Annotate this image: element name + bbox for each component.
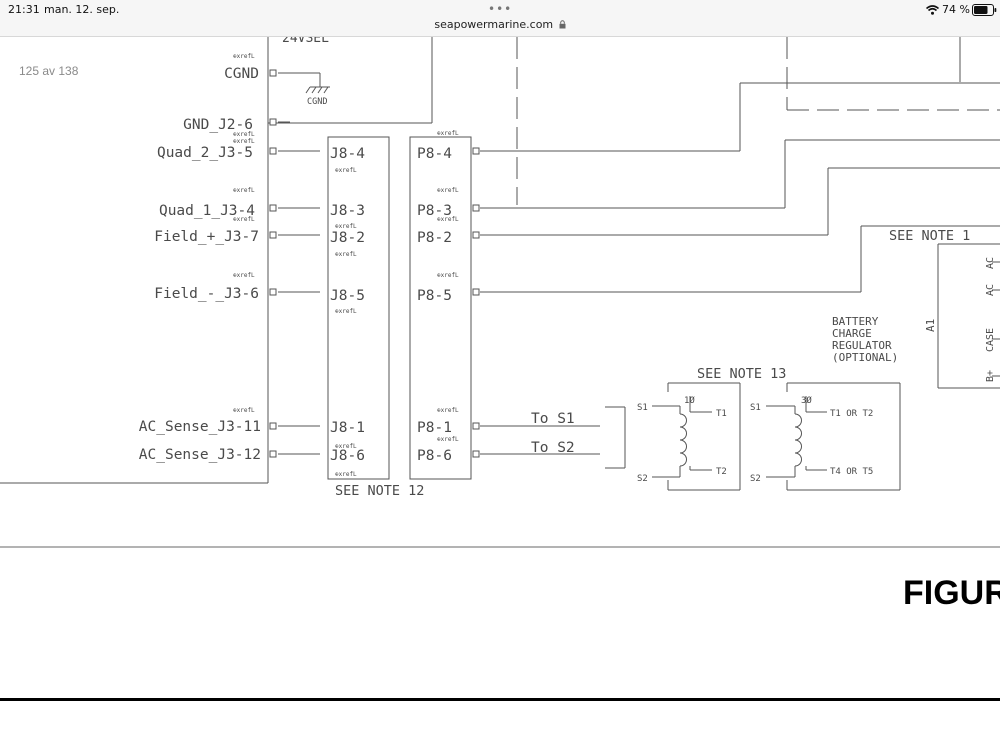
pin-label-field-minus: Field_-_J3-6 (154, 286, 259, 302)
regulator-pin-b-plus: B+ (985, 370, 996, 382)
xref-tag: ⊕xrefL (335, 443, 357, 450)
regulator-pin-ac-2: AC (985, 284, 996, 296)
xref-tag: ⊕xrefL (233, 138, 255, 145)
pin-label-quad-2: Quad_2_J3-5 (157, 145, 253, 161)
xref-tag: ⊕xrefL (233, 216, 255, 223)
pin-label-quad-1: Quad_1_J3-4 (159, 203, 255, 219)
p8-pin-4: P8-4 (417, 146, 452, 162)
xref-tag: ⊕xrefL (335, 251, 357, 258)
ct1-s2-label: S2 (637, 474, 648, 484)
ct1-t2-label: T2 (716, 467, 727, 477)
ct3-s2-label: S2 (750, 474, 761, 484)
regulator-label-line-1: BATTERY (832, 315, 879, 328)
schematic-drawing: 24VSEL CGND GND_J2-6 Quad_2_J3-5 Quad_1_… (0, 37, 1000, 548)
p8-pin-2: P8-2 (417, 230, 452, 246)
xref-tag: ⊕xrefL (335, 167, 357, 174)
figure-title: FIGUR (903, 574, 1000, 612)
ct1-phase-label: 1Ø (684, 395, 695, 406)
j8-pin-1: J8-1 (330, 420, 365, 436)
regulator-ref-a1: A1 (924, 319, 937, 332)
regulator-label-line-3: REGULATOR (832, 339, 892, 352)
ground-symbol-label: CGND (307, 97, 327, 107)
url-text: seapowermarine.com (434, 18, 554, 31)
page-indicator: 125 av 138 (19, 64, 79, 78)
xref-tag: ⊕xrefL (335, 223, 357, 230)
j8-pin-5: J8-5 (330, 288, 365, 304)
regulator-pin-case: CASE (985, 328, 996, 352)
xref-tag: ⊕xrefL (335, 471, 357, 478)
ct3-s1-label: S1 (750, 403, 761, 413)
see-note-13: SEE NOTE 13 (697, 366, 786, 382)
xref-tag: ⊕xrefL (437, 407, 459, 414)
regulator-label-line-4: (OPTIONAL) (832, 351, 898, 364)
wifi-icon (926, 5, 939, 15)
pin-label-ac-sense-11: AC_Sense_J3-11 (139, 419, 261, 435)
j8-pin-2: J8-2 (330, 230, 365, 246)
lock-icon (559, 20, 566, 29)
j8-pin-4: J8-4 (330, 146, 365, 162)
xref-tag: ⊕xrefL (437, 187, 459, 194)
xref-tag: ⊕xrefL (233, 187, 255, 194)
page-bottom-rule (0, 698, 1000, 701)
status-date: man. 12. sep. (44, 3, 120, 16)
battery-icon (972, 4, 997, 16)
safari-menu-dots[interactable]: ••• (488, 2, 513, 16)
j8-pin-3: J8-3 (330, 203, 365, 219)
xref-tag: ⊕xrefL (233, 272, 255, 279)
xref-tag: ⊕xrefL (233, 407, 255, 414)
xref-tag: ⊕xrefL (335, 308, 357, 315)
ct3-t-top-label: T1 OR T2 (830, 409, 873, 419)
see-note-12: SEE NOTE 12 (335, 483, 424, 499)
battery-percent: 74 % (942, 3, 970, 16)
p8-pin-1: P8-1 (417, 420, 452, 436)
j8-pin-6: J8-6 (330, 448, 365, 464)
xref-tag: ⊕xrefL (437, 436, 459, 443)
pin-label-ac-sense-12: AC_Sense_J3-12 (139, 447, 261, 463)
p8-pin-5: P8-5 (417, 288, 452, 304)
xref-tag: ⊕xrefL (233, 53, 255, 60)
ios-status-bar: 21:31 man. 12. sep. ••• seapowermarine.c… (0, 0, 1000, 37)
pin-label-field-plus: Field_+_J3-7 (154, 229, 259, 245)
ct3-phase-label: 3Ø (801, 395, 812, 406)
ct1-s1-label: S1 (637, 403, 648, 413)
see-note-1: SEE NOTE 1 (889, 228, 970, 244)
xref-tag: ⊕xrefL (437, 272, 459, 279)
xref-tag: ⊕xrefL (437, 216, 459, 223)
to-s2-label: To S2 (531, 440, 575, 456)
ct1-t1-label: T1 (716, 409, 727, 419)
partial-header-label: 24VSEL (282, 37, 329, 46)
pin-label-cgnd: CGND (224, 66, 259, 82)
xref-tag: ⊕xrefL (233, 131, 255, 138)
p8-pin-6: P8-6 (417, 448, 452, 464)
regulator-pin-ac-1: AC (985, 257, 996, 269)
address-bar[interactable]: seapowermarine.com (0, 18, 1000, 31)
ct3-t-bottom-label: T4 OR T5 (830, 467, 873, 477)
to-s1-label: To S1 (531, 411, 575, 427)
xref-tag: ⊕xrefL (437, 130, 459, 137)
pin-label-gnd-j2-6: GND_J2-6 (183, 117, 253, 133)
status-time: 21:31 (8, 3, 40, 16)
regulator-label-line-2: CHARGE (832, 327, 872, 340)
p8-pin-3: P8-3 (417, 203, 452, 219)
